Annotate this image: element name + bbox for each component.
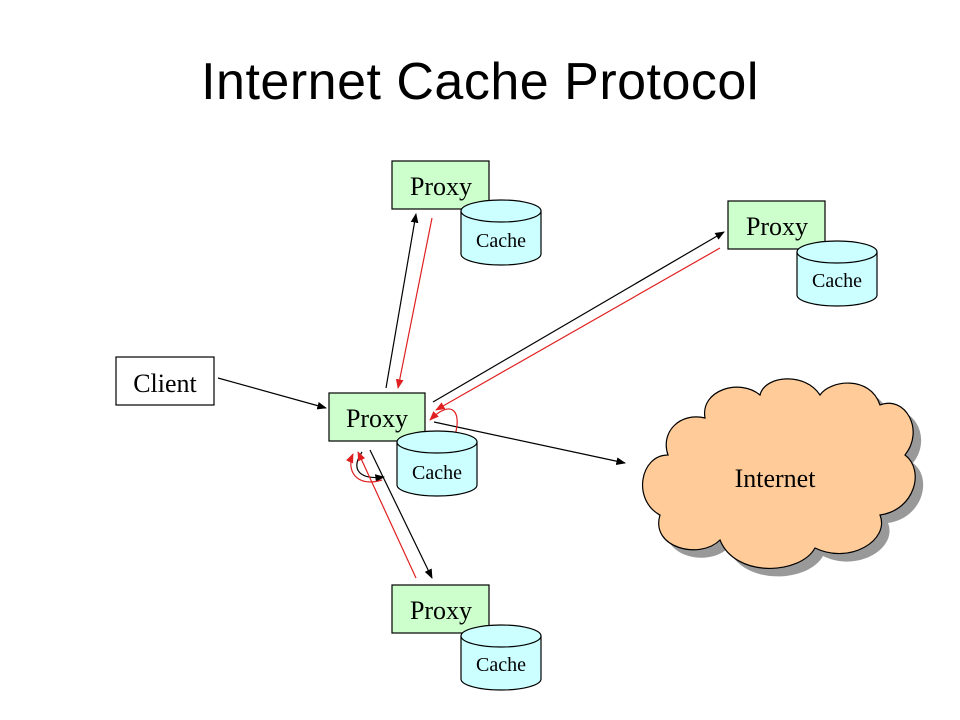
reply-cache-loop (429, 408, 458, 436)
cache-top-label: Cache (476, 230, 526, 252)
cache-top: Cache (460, 199, 542, 266)
cache-bottom-body (460, 636, 542, 691)
proxy-top-label: Proxy (410, 172, 472, 201)
reply-arrows (346, 217, 721, 579)
cloud-body (642, 378, 916, 569)
arrow-proxy-to-right (432, 231, 725, 403)
slide-title: Internet Cache Protocol (201, 53, 759, 111)
reply-top-to-proxy (395, 217, 433, 389)
arrow-proxy-to-internet (433, 421, 626, 465)
proxy-right-label: Proxy (746, 212, 808, 241)
cache-center-top (396, 430, 478, 454)
cache-bottom-label: Cache (476, 654, 526, 676)
query-arrows (217, 213, 725, 579)
proxy-bottom-box (391, 584, 490, 634)
cache-right-top (796, 240, 878, 264)
reply-cache-loop-2 (346, 453, 383, 483)
client-box (115, 356, 215, 406)
proxy-center-label: Proxy (346, 404, 408, 433)
proxy-center-box (328, 392, 426, 442)
cache-bottom: Cache (460, 624, 542, 691)
proxy-bottom-node: Proxy Cache (391, 584, 542, 691)
cache-center-body (396, 442, 478, 497)
client-label: Client (133, 369, 197, 398)
proxy-right-node: Proxy Cache (727, 200, 878, 307)
arrow-proxy-to-top (385, 213, 419, 389)
proxy-bottom-label: Proxy (410, 596, 472, 625)
reply-right-to-proxy (435, 247, 721, 411)
cache-right-body (796, 252, 878, 307)
proxy-right-box (727, 200, 826, 250)
proxy-top-box (391, 160, 490, 210)
proxy-top-node: Proxy Cache (391, 160, 542, 266)
arrow-proxy-to-bottom (369, 449, 433, 579)
arrow-client-to-proxy (217, 377, 327, 410)
cache-right-label: Cache (812, 270, 862, 292)
cache-bottom-top (460, 624, 542, 648)
proxy-center-node: Proxy Cache (328, 392, 478, 497)
cache-top-body (460, 211, 542, 266)
cache-right: Cache (796, 240, 878, 307)
reply-bottom-to-proxy (357, 451, 417, 579)
cache-center: Cache (396, 430, 478, 497)
cache-center-label: Cache (412, 462, 462, 484)
arrow-proxy-to-cache-loop (356, 451, 385, 482)
cache-top-top (460, 199, 542, 223)
internet-cloud: Internet (642, 378, 924, 577)
client-node: Client (115, 356, 215, 406)
internet-label: Internet (735, 464, 817, 493)
